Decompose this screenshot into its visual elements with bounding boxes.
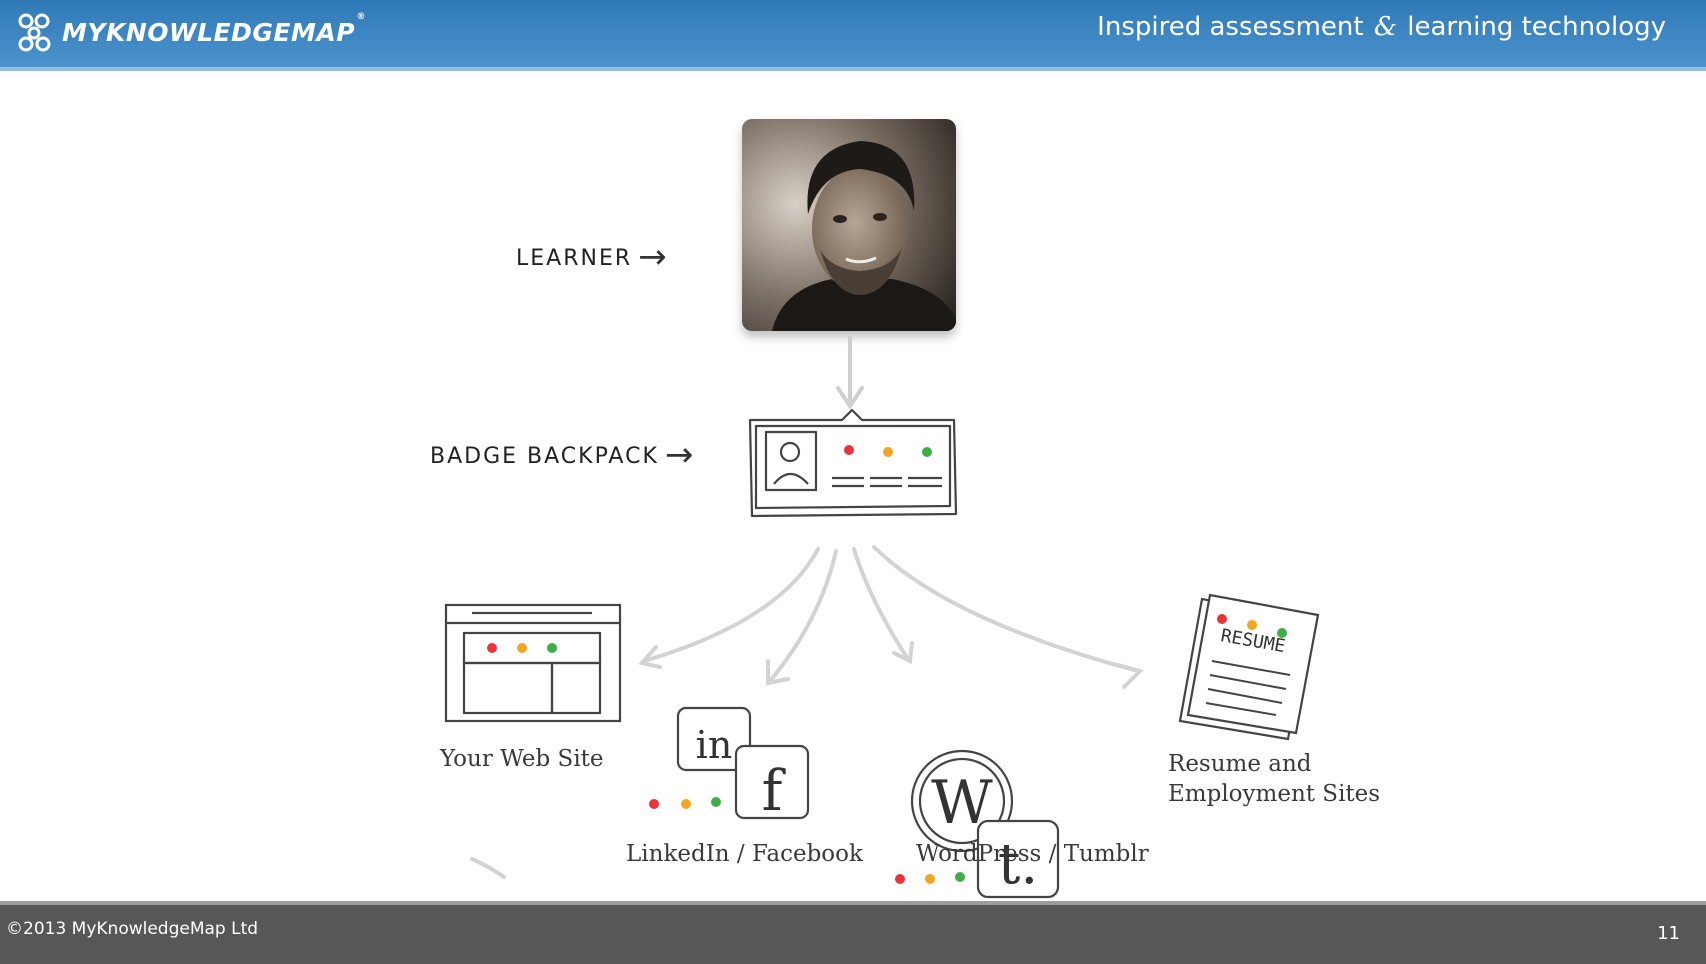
website-icon [444, 603, 622, 723]
tagline: Inspired assessment & learning technolog… [1097, 12, 1666, 42]
wordpress-tumblr-icon: W t. [895, 749, 1060, 899]
tumblr-glyph: t. [998, 832, 1038, 897]
linkedin-facebook-icon: in f [649, 706, 810, 824]
partial-arrow [470, 857, 506, 879]
header-bar: MYKNOWLEDGEMAP® Inspired assessment & le… [0, 0, 1706, 71]
caption-website: Your Web Site [440, 746, 604, 772]
logo: MYKNOWLEDGEMAP® [16, 10, 367, 54]
slide-content: LEARNER→ [0, 71, 1706, 901]
arrow-right-icon: → [638, 237, 669, 277]
wordpress-glyph: W [931, 768, 993, 838]
learner-photo [742, 119, 956, 331]
caption-blog: WordPress / Tumblr [916, 841, 1149, 867]
copyright-text: ©2013 MyKnowledgeMap Ltd [6, 919, 259, 939]
network-nodes-icon [18, 13, 51, 52]
arrow-right-icon: → [664, 435, 696, 475]
learner-label: LEARNER→ [516, 237, 669, 277]
linkedin-glyph: in [696, 723, 733, 767]
footer-bar: ©2013 MyKnowledgeMap Ltd 11 [0, 901, 1706, 964]
resume-icon: RESUMÉ [1178, 593, 1320, 741]
badge-backpack-label: BADGE BACKPACK→ [430, 435, 696, 475]
page-number: 11 [1657, 923, 1680, 944]
distribution-arrows [638, 545, 1144, 689]
logo-wordmark: MYKNOWLEDGEMAP® [62, 11, 367, 47]
badge-backpack-icon [748, 408, 958, 518]
connector-arrow [836, 336, 864, 410]
caption-social: LinkedIn / Facebook [626, 841, 863, 867]
caption-resume: Resume and Employment Sites [1168, 751, 1381, 807]
